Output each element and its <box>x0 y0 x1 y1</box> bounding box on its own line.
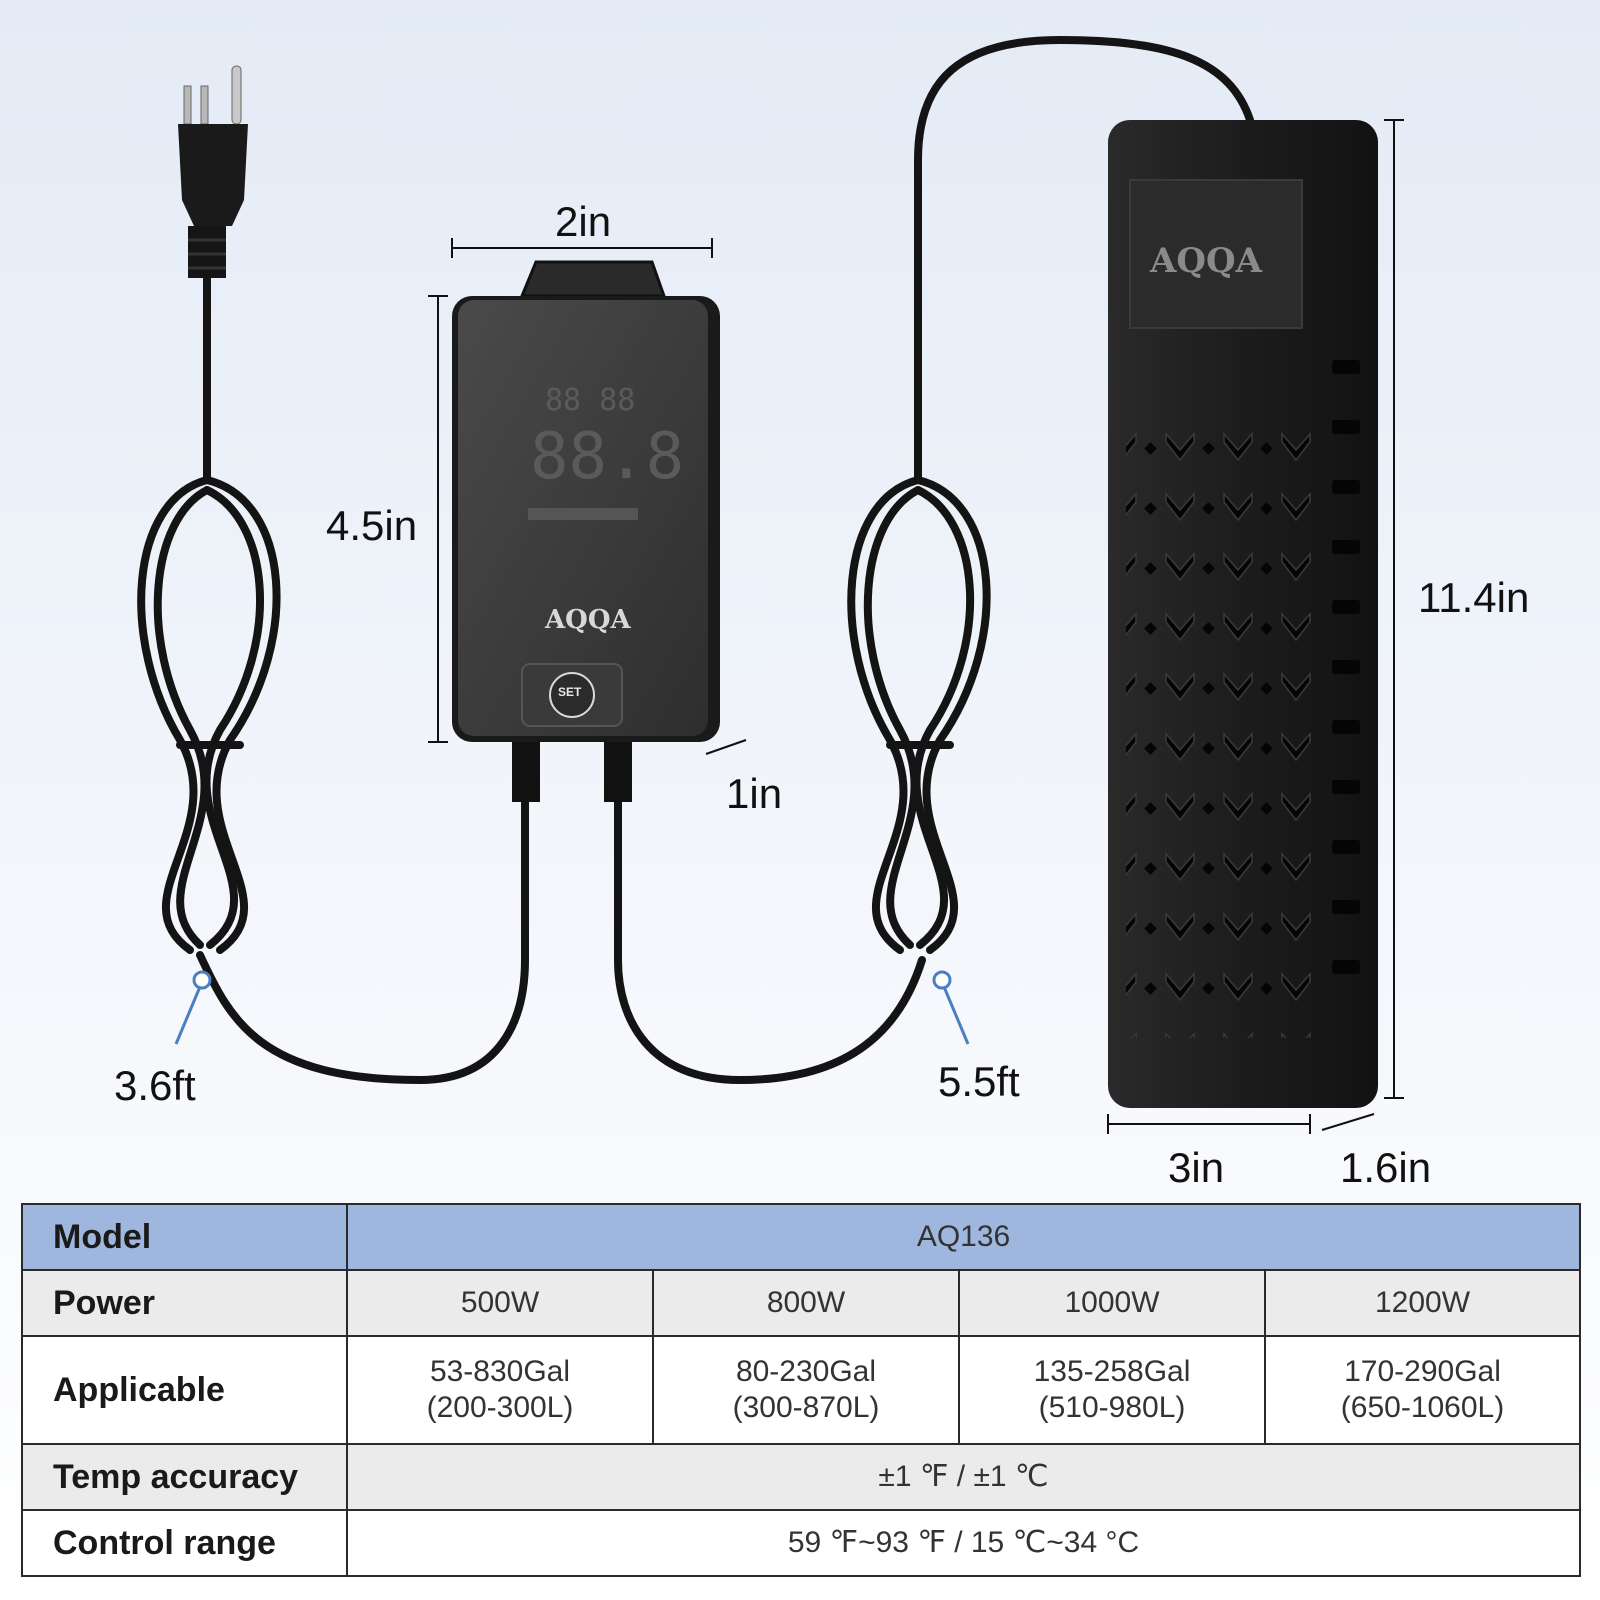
applicable-cell: 80-230Gal(300-870L) <box>652 1335 960 1445</box>
model-label: Model <box>21 1203 348 1271</box>
applicable-cell: 170-290Gal(650-1060L) <box>1263 1335 1582 1445</box>
product-illustration: 88 88 88.8 AQQA AQQA <box>114 35 1530 1191</box>
applicable-gallons: 170-290Gal <box>1344 1355 1501 1388</box>
temp-accuracy-row: Temp accuracy ±1 ℉ / ±1 ℃ <box>21 1443 1582 1511</box>
controller-height-label: 4.5in <box>326 502 418 549</box>
applicable-liters: (650-1060L) <box>1340 1391 1505 1424</box>
svg-text:88 88: 88 88 <box>545 383 635 418</box>
applicable-liters: (300-870L) <box>732 1391 880 1424</box>
spec-table: Model AQ136 Power 500W 800W 1000W 1200W … <box>21 1203 1582 1577</box>
svg-text:AQQA: AQQA <box>544 605 631 635</box>
power-cell: 1200W <box>1263 1269 1582 1337</box>
model-value: AQ136 <box>345 1203 1582 1271</box>
dimension-lines <box>428 119 1404 1134</box>
temp-accuracy-label: Temp accuracy <box>21 1443 348 1511</box>
applicable-liters: (510-980L) <box>1038 1391 1186 1424</box>
applicable-row: Applicable 53-830Gal(200-300L) 80-230Gal… <box>21 1335 1582 1445</box>
svg-text:88.8: 88.8 <box>530 420 684 494</box>
applicable-gallons: 53-830Gal <box>429 1355 571 1388</box>
heater-cord <box>614 35 1254 1085</box>
temp-accuracy-value: ±1 ℉ / ±1 ℃ <box>345 1443 1582 1511</box>
heater-cord-length-label: 5.5ft <box>938 1058 1020 1105</box>
power-cell: 1000W <box>958 1269 1266 1337</box>
power-cell: 500W <box>346 1269 654 1337</box>
controller-width-label: 2in <box>555 198 612 245</box>
applicable-cell: 53-830Gal(200-300L) <box>346 1335 654 1445</box>
applicable-gallons: 135-258Gal <box>1033 1355 1191 1388</box>
plug-cord-length-label: 3.6ft <box>114 1062 196 1109</box>
heater-depth-label: 1.6in <box>1340 1144 1432 1191</box>
applicable-cell: 135-258Gal(510-980L) <box>958 1335 1266 1445</box>
product-drawing: 88 88 88.8 AQQA AQQA <box>137 35 1404 1134</box>
svg-text:AQQA: AQQA <box>1149 241 1263 281</box>
controller-button-label: SET <box>558 685 582 699</box>
power-label: Power <box>21 1269 348 1337</box>
applicable-liters: (200-300L) <box>426 1391 574 1424</box>
model-row: Model AQ136 <box>21 1203 1582 1271</box>
heater-width-label: 3in <box>1168 1144 1225 1191</box>
control-range-row: Control range 59 ℉~93 ℉ / 15 ℃~34 °C <box>21 1509 1582 1577</box>
controller-depth-label: 1in <box>726 770 783 817</box>
power-cell: 800W <box>652 1269 960 1337</box>
temperature-controller: 88 88 88.8 AQQA <box>452 260 720 802</box>
control-range-label: Control range <box>21 1509 348 1577</box>
applicable-label: Applicable <box>21 1335 348 1445</box>
heater-length-label: 11.4in <box>1418 574 1530 621</box>
heater: AQQA <box>1108 120 1378 1108</box>
control-range-value: 59 ℉~93 ℉ / 15 ℃~34 °C <box>345 1509 1582 1577</box>
applicable-gallons: 80-230Gal <box>735 1355 877 1388</box>
cord-length-markers <box>174 970 970 1045</box>
plug-cord <box>137 274 529 1085</box>
power-plug <box>178 65 248 278</box>
power-row: Power 500W 800W 1000W 1200W <box>21 1269 1582 1337</box>
